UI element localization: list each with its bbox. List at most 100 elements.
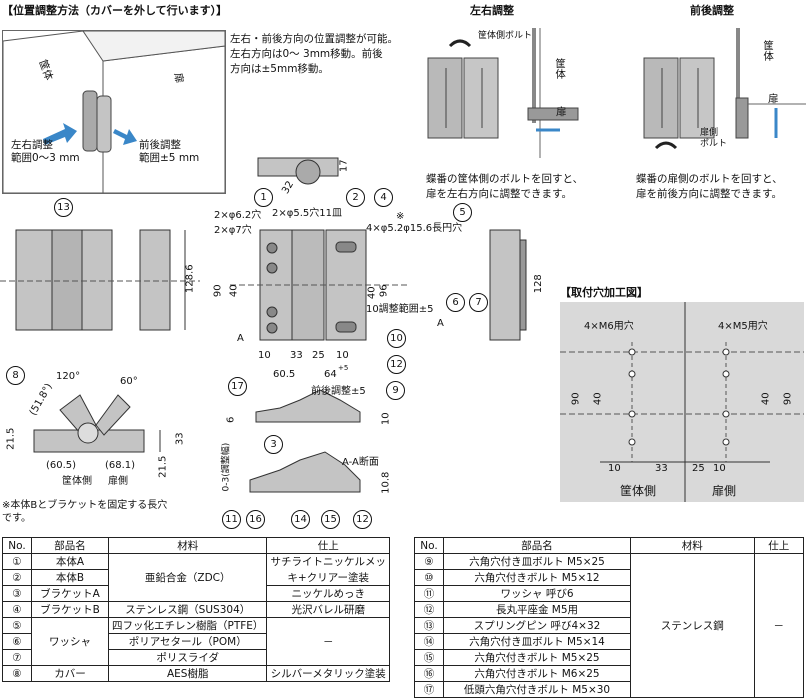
cell-part: 本体A bbox=[31, 553, 109, 570]
callout-5: 5 bbox=[453, 203, 472, 222]
cell-finish: ニッケルめっき bbox=[266, 585, 390, 602]
center-dim-64-sup: +5 bbox=[338, 364, 349, 372]
th-finish: 仕上 bbox=[753, 537, 805, 554]
center-hinge-drawing bbox=[230, 157, 527, 493]
cell-no: ⑫ bbox=[414, 601, 444, 618]
center-dim-10c: 10 bbox=[380, 412, 392, 426]
callout-13: 13 bbox=[54, 198, 73, 217]
cell-no: ⑥ bbox=[2, 633, 32, 650]
cell-part: カバー bbox=[31, 665, 109, 682]
callout-9: 9 bbox=[386, 381, 405, 400]
center-label-a2: A bbox=[437, 318, 444, 329]
mounting-panel bbox=[560, 302, 804, 502]
fb-bolt-label-2: ボルト bbox=[700, 139, 728, 149]
cell-material: 亜鉛合金（ZDC） bbox=[107, 553, 268, 602]
mount-dim-90: 90 bbox=[570, 392, 582, 406]
cell-part: ワッシャ 呼び6 bbox=[443, 585, 631, 602]
left-note-1: ※本体Bとブラケットを固定する長穴 bbox=[2, 500, 168, 511]
callout-12a: 12 bbox=[387, 355, 406, 374]
callout-17: 17 bbox=[228, 377, 247, 396]
cell-part: スプリングピン 呼び4×32 bbox=[443, 617, 631, 634]
lr-adjust-range: 範囲0～3 mm bbox=[11, 152, 80, 164]
cell-part: 六角穴付き皿ボルト M5×14 bbox=[443, 633, 631, 650]
cell-part: 本体B bbox=[31, 569, 109, 586]
callout-4: 4 bbox=[374, 188, 393, 207]
center-dim-128: 128 bbox=[532, 274, 544, 294]
callout-2: 2 bbox=[346, 188, 365, 207]
cell-part: ワッシャ bbox=[31, 617, 109, 666]
cell-part: 六角穴付きボルト M5×12 bbox=[443, 569, 631, 586]
callout-7: 7 bbox=[469, 293, 488, 312]
cell-no: ⑬ bbox=[414, 617, 444, 634]
cell-finish: キ+クリアー塗装 bbox=[266, 569, 390, 586]
cell-part: 六角穴付きボルト M5×25 bbox=[443, 649, 631, 666]
center-dim-10: 10 bbox=[258, 350, 271, 361]
lr-adjust-title: 左右調整 bbox=[470, 4, 514, 17]
center-dim-6: 6 bbox=[225, 416, 237, 423]
cell-no: ④ bbox=[2, 601, 32, 618]
callout-1: 1 bbox=[254, 188, 273, 207]
table-row: ⑨ 六角穴付き皿ボルト M5×25 ステンレス鋼 － bbox=[414, 553, 805, 698]
th-material: 材料 bbox=[630, 537, 755, 554]
center-fb-adj: 前後調整±5 bbox=[311, 386, 366, 397]
cell-material: ポリアセタール（POM） bbox=[107, 633, 268, 650]
center-dim-10-8: 10.8 bbox=[380, 471, 392, 494]
center-label-a1: A bbox=[237, 333, 244, 344]
th-part: 部品名 bbox=[443, 537, 631, 554]
lr-desc-2: 扉を左右方向に調整できます。 bbox=[426, 188, 572, 200]
cell-finish: 光沢バレル研磨 bbox=[266, 601, 390, 618]
fb-tobira: 扉 bbox=[768, 93, 779, 105]
lr-tobira: 扉 bbox=[556, 106, 567, 118]
th-finish: 仕上 bbox=[266, 537, 390, 554]
cell-no: ⑪ bbox=[414, 585, 444, 602]
cell-part: 低頭六角穴付きボルト M5×30 bbox=[443, 681, 631, 698]
table-row: ⑧ カバー AES樹脂 シルバーメタリック塗装 bbox=[2, 665, 390, 682]
left-label-tobira: 扉側 bbox=[108, 476, 128, 487]
cell-finish: － bbox=[266, 617, 390, 666]
cell-material: ポリスライダ bbox=[107, 649, 268, 666]
cell-material: ステンレス鋼 bbox=[630, 553, 755, 698]
table-row: ⑥ ポリアセタール（POM） bbox=[2, 633, 390, 650]
center-dim-25: 25 bbox=[312, 350, 325, 361]
center-mark: ※ bbox=[396, 211, 405, 222]
th-part: 部品名 bbox=[31, 537, 109, 554]
cell-part: 長丸平座金 M5用 bbox=[443, 601, 631, 618]
cell-no: ⑮ bbox=[414, 649, 444, 666]
callout-10: 10 bbox=[387, 329, 406, 348]
cell-material: ステンレス鋼（SUS304） bbox=[107, 601, 268, 618]
center-hole-a: 2×φ6.2穴 bbox=[214, 210, 262, 221]
left-dim-21-5b: 21.5 bbox=[157, 455, 169, 478]
center-dim-03: 0-3(調整幅) bbox=[221, 442, 232, 492]
cell-no: ⑤ bbox=[2, 617, 32, 634]
left-dim-21-5a: 21.5 bbox=[5, 427, 17, 450]
cell-material: 四フッ化エチレン樹脂（PTFE） bbox=[107, 617, 268, 634]
center-hole-b: 2×φ7穴 bbox=[214, 225, 252, 236]
cell-no: ③ bbox=[2, 585, 32, 602]
adjust-section-title: 【位置調整方法（カバーを外して行います）】 bbox=[2, 4, 228, 17]
callout-16: 16 bbox=[246, 510, 265, 529]
mount-label-kyotai: 筐体側 bbox=[620, 484, 657, 498]
cell-material: AES樹脂 bbox=[107, 665, 268, 682]
cell-no: ⑯ bbox=[414, 665, 444, 682]
center-dim-60-5: 60.5 bbox=[273, 369, 296, 380]
table-row: ① 本体A 亜鉛合金（ZDC） サチライトニッケルメッ bbox=[2, 553, 390, 602]
cell-no: ⑨ bbox=[414, 553, 444, 570]
fb-adjust-title: 前後調整 bbox=[690, 4, 734, 17]
left-dim-128-6: 128.6 bbox=[184, 264, 196, 294]
center-section: A-A断面 bbox=[342, 457, 379, 468]
cell-finish: サチライトニッケルメッ bbox=[266, 553, 390, 570]
cell-part: 六角穴付きボルト M6×25 bbox=[443, 665, 631, 682]
mount-dim-25: 25 bbox=[692, 463, 705, 474]
cell-part: ブラケットA bbox=[31, 585, 109, 602]
center-adj-range: 10調整範囲±5 bbox=[366, 304, 434, 315]
th-no: No. bbox=[2, 537, 32, 554]
parts-table-right: No. 部品名 材料 仕上 ⑨ 六角穴付き皿ボルト M5×25 ステンレス鋼 －… bbox=[414, 537, 805, 698]
callout-15: 15 bbox=[321, 510, 340, 529]
center-dim-40a: 40 bbox=[228, 284, 240, 298]
cell-no: ⑰ bbox=[414, 681, 444, 698]
cell-no: ② bbox=[2, 569, 32, 586]
center-dim-33: 33 bbox=[290, 350, 303, 361]
mounting-title: 【取付穴加工図】 bbox=[560, 286, 648, 299]
fb-adjust-diagram bbox=[643, 28, 806, 150]
